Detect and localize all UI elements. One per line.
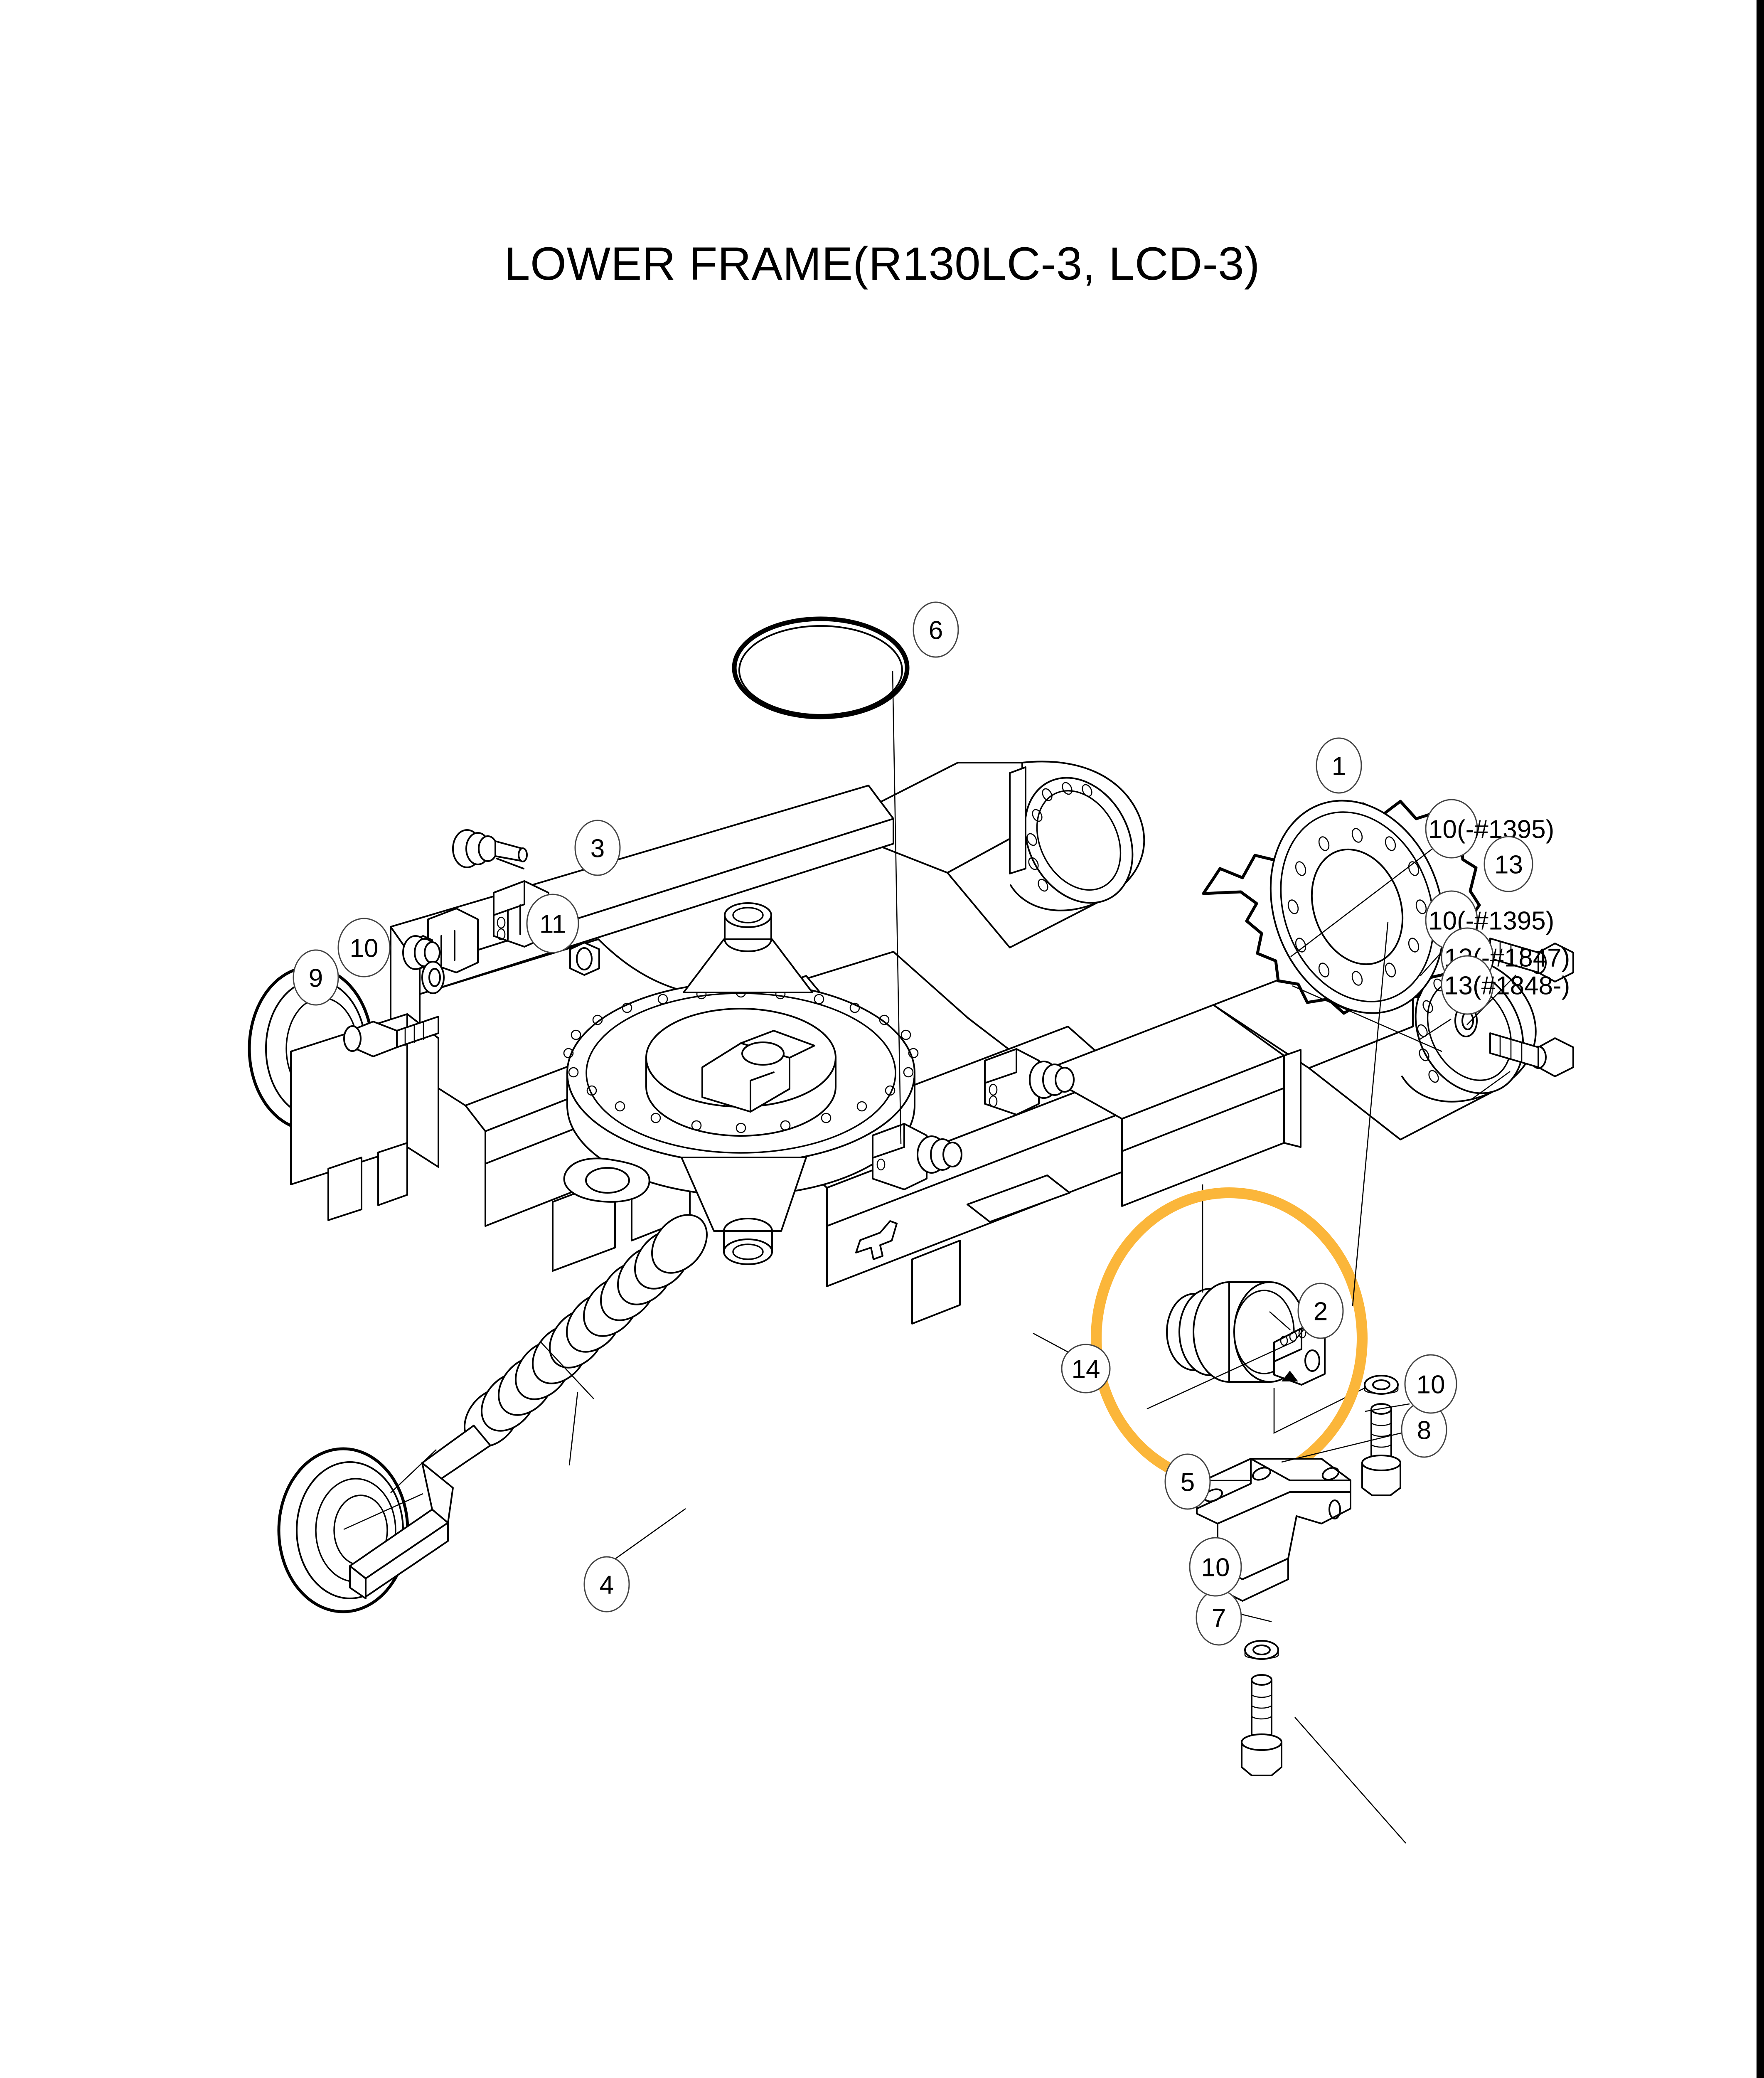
svg-text:10(-#1395): 10(-#1395) [1428,907,1554,936]
callout-1[interactable]: 1 [1316,737,1362,794]
lifting-eye-pad [563,1157,650,1203]
swing-bearing [563,982,919,1196]
motor-flange-bolt-holes-left [1026,782,1092,892]
svg-text:10: 10 [350,934,379,963]
svg-text:4: 4 [600,1571,614,1600]
grease-fitting-right-a [984,1048,1075,1115]
part-hex-bolt-lower [1241,1674,1282,1776]
part-hex-bolt-left [343,1016,439,1057]
part-o-ring [732,616,910,719]
svg-text:5: 5 [1181,1468,1195,1497]
technical-illustration: 1 2 3 4 5 6 7 8 [0,553,1764,1966]
part-recoil-spring-idler [277,1214,708,1613]
part-washer-roller [1364,1375,1399,1395]
callout-11[interactable]: 11 [526,894,579,953]
part-socket-bolt [1361,1403,1401,1496]
svg-text:6: 6 [929,616,943,645]
annotation-10-1395-upper[interactable]: 10(-#1395) [1425,799,1554,859]
part-washer-left [421,961,445,994]
svg-text:8: 8 [1417,1416,1431,1445]
callout-4[interactable]: 4 [583,1556,630,1613]
svg-text:10: 10 [1417,1371,1445,1399]
swing-bearing-bolt-holes [563,987,919,1133]
svg-text:11: 11 [539,910,566,939]
part-bolt-sprocket-lower [1489,1032,1574,1077]
svg-text:2: 2 [1314,1298,1328,1326]
callout-7[interactable]: 7 [1196,1589,1242,1646]
svg-text:10: 10 [1201,1554,1230,1582]
annotation-13-1848[interactable]: 13(#1848-) [1441,955,1570,1015]
callout-10-left[interactable]: 10 [337,918,391,977]
svg-text:13: 13 [1494,851,1523,879]
recoil-spring [464,1214,708,1448]
svg-text:1: 1 [1332,752,1346,781]
callout-10-roller[interactable]: 10 [1404,1354,1457,1414]
part-hex-nut [569,942,600,976]
frame-boss-lower [681,1157,807,1265]
annotation-13[interactable]: 13 [1484,836,1533,892]
callout-14[interactable]: 14 [1061,1344,1111,1394]
grease-nipple-left [402,935,440,970]
part-bolt-sprocket-upper [1489,938,1574,982]
callout-8[interactable]: 8 [1401,1401,1447,1458]
callout-3[interactable]: 3 [574,820,621,876]
svg-text:13(#1848-): 13(#1848-) [1444,972,1570,1000]
page-title: LOWER FRAME(R130LC-3, LCD-3) [504,238,1260,290]
callout-6[interactable]: 6 [913,601,959,658]
sprocket-bolt-holes [1287,828,1427,986]
callout-10-bracket[interactable]: 10 [1189,1537,1242,1597]
leader-lines [343,671,1516,1844]
callout-5[interactable]: 5 [1164,1453,1211,1510]
scan-edge-band-right [1757,0,1764,2078]
track-guide-clip-a [855,1220,898,1260]
svg-text:9: 9 [309,964,323,993]
callout-2[interactable]: 2 [1297,1283,1344,1339]
part-sprocket [1202,800,1481,1015]
svg-text:3: 3 [590,835,605,863]
svg-text:10(-#1395): 10(-#1395) [1428,815,1554,844]
callout-9[interactable]: 9 [293,949,339,1006]
part-washer-bracket [1244,1640,1279,1660]
svg-text:7: 7 [1212,1604,1226,1633]
part-grease-plug [452,829,528,869]
frame-boss-upper [683,902,813,993]
annotation-10-1395-lower[interactable]: 10(-#1395) [1425,890,1554,950]
svg-text:14: 14 [1072,1355,1100,1384]
grease-fitting-right-b [872,1123,962,1190]
